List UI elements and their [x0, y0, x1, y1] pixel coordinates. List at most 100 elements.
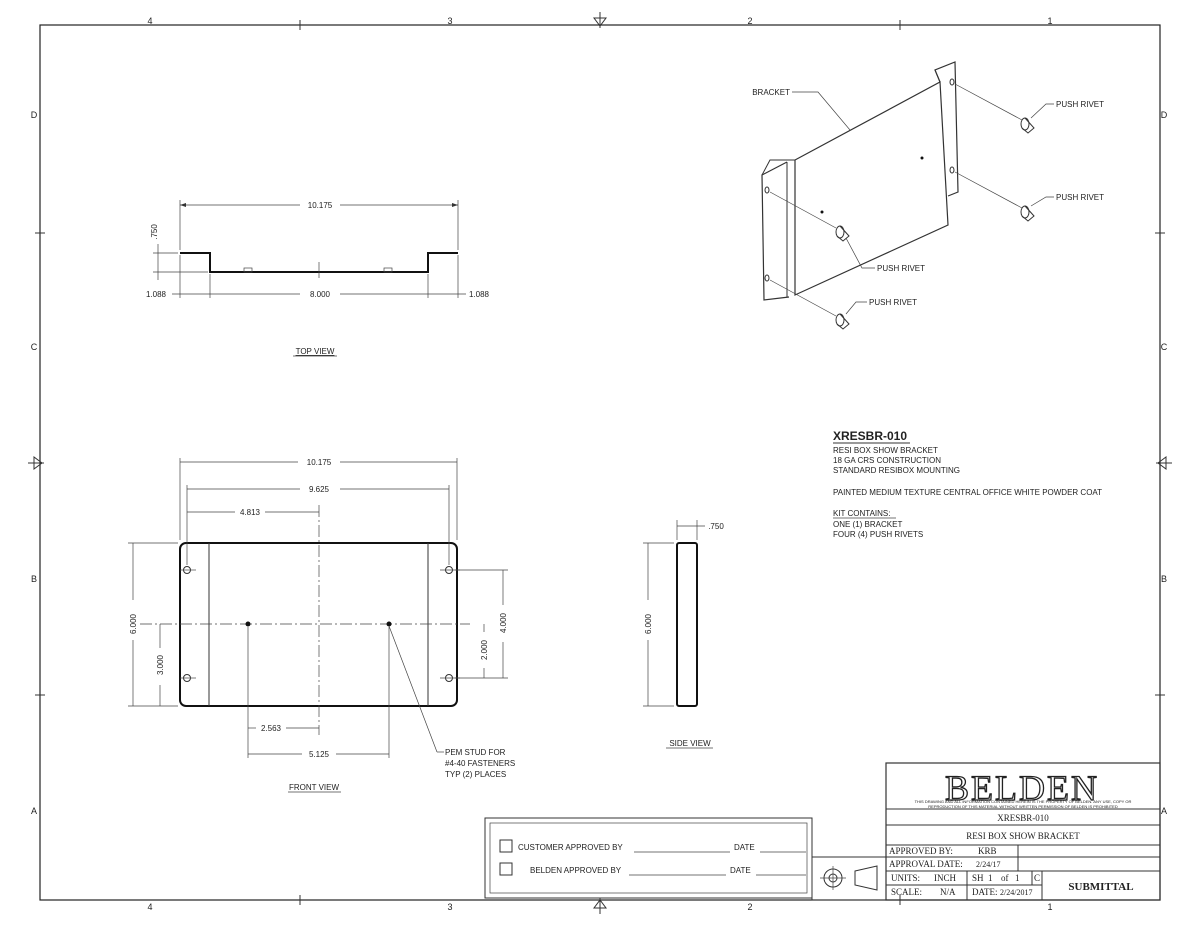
sheet-of-label: of: [1001, 873, 1009, 883]
approved-by-value: KRB: [978, 846, 997, 856]
push-rivet: [954, 83, 1035, 134]
dim-side-thickness: .750: [708, 522, 724, 531]
title-part-number: XRESBR-010: [997, 813, 1049, 823]
zone-row-right: D: [1161, 110, 1168, 120]
push-rivet-label: PUSH RIVET: [877, 264, 925, 273]
notes-line1: RESI BOX SHOW BRACKET: [833, 446, 938, 455]
zone-row-left: A: [31, 806, 37, 816]
notes-kit-item1: ONE (1) BRACKET: [833, 520, 902, 529]
sheet-label: SH: [972, 873, 984, 883]
dim-side-height: 6.000: [644, 613, 653, 634]
sheet-value: 1: [988, 873, 993, 883]
revision-value: C: [1034, 873, 1040, 883]
dim-front-stud2: 5.125: [309, 750, 330, 759]
front-view-title: FRONT VIEW: [289, 783, 340, 792]
belden-date-label: DATE: [730, 866, 751, 875]
approved-by-label: APPROVED BY:: [889, 846, 953, 856]
date-label: DATE:: [972, 887, 998, 897]
dim-front-holes: 9.625: [309, 485, 330, 494]
notes-block: XRESBR-010 RESI BOX SHOW BRACKET 18 GA C…: [833, 429, 1102, 539]
title-description: RESI BOX SHOW BRACKET: [966, 831, 1080, 841]
centering-mark-top: [593, 12, 607, 28]
side-view: .750 6.000 SIDE VIEW: [643, 520, 724, 749]
top-view: 10.175 .750 1.088 8.000 1.088 TOP VIEW: [146, 200, 490, 357]
zone-row-right: B: [1161, 574, 1167, 584]
pem-note-line2: #4-40 FASTENERS: [445, 759, 515, 768]
pem-note-line1: PEM STUD FOR: [445, 748, 506, 757]
notes-line2: 18 GA CRS CONSTRUCTION: [833, 456, 941, 465]
scale-value: N/A: [940, 887, 956, 897]
push-rivet-label: PUSH RIVET: [1056, 100, 1104, 109]
push-rivet: [769, 191, 850, 242]
pem-stud: [386, 621, 392, 627]
centering-mark-bottom: [593, 898, 607, 914]
mounting-hole: [180, 674, 196, 682]
push-rivet-label: PUSH RIVET: [1056, 193, 1104, 202]
date-value: 2/24/2017: [1000, 888, 1032, 897]
push-rivet-label: PUSH RIVET: [869, 298, 917, 307]
title-block: BELDEN THIS DRAWING AND ALL INFORMATION …: [885, 762, 1161, 901]
push-rivet: [954, 171, 1035, 222]
dim-front-half-v: 2.000: [480, 639, 489, 660]
notes-kit-title: KIT CONTAINS:: [833, 509, 891, 518]
units-label: UNITS:: [891, 873, 920, 883]
pem-note-line3: TYP (2) PLACES: [445, 770, 506, 779]
customer-date-label: DATE: [734, 843, 755, 852]
zone-row-right: A: [1161, 806, 1167, 816]
zone-col-top: 1: [1047, 16, 1052, 26]
zone-row-left: B: [31, 574, 37, 584]
zone-col-top: 4: [147, 16, 152, 26]
units-value: INCH: [934, 873, 956, 883]
notes-kit-item2: FOUR (4) PUSH RIVETS: [833, 530, 923, 539]
zone-col-top: 3: [447, 16, 452, 26]
approval-date-label: APPROVAL DATE:: [889, 859, 963, 869]
zone-row-left: C: [31, 342, 38, 352]
sheet-total-value: 1: [1015, 873, 1020, 883]
approval-date-value: 2/24/17: [976, 860, 1000, 869]
dim-top-right: 1.088: [469, 290, 490, 299]
dim-front-stud1: 2.563: [261, 724, 282, 733]
dim-front-half: 3.000: [156, 654, 165, 675]
dim-front-center: 4.813: [240, 508, 261, 517]
mounting-hole: [180, 566, 196, 574]
zone-col-top: 2: [747, 16, 752, 26]
dim-front-overall: 10.175: [307, 458, 332, 467]
top-view-title: TOP VIEW: [296, 347, 335, 356]
zone-col-bottom: 3: [447, 902, 452, 912]
side-view-title: SIDE VIEW: [669, 739, 711, 748]
customer-approved-label: CUSTOMER APPROVED BY: [518, 843, 623, 852]
notes-part-number: XRESBR-010: [833, 429, 907, 443]
centering-mark-left: [28, 456, 44, 470]
customer-approval-checkbox[interactable]: [499, 839, 513, 853]
scale-label: SCALE:: [891, 887, 922, 897]
notes-finish: PAINTED MEDIUM TEXTURE CENTRAL OFFICE WH…: [833, 488, 1102, 497]
approval-box: CUSTOMER APPROVED BY DATE BELDEN APPROVE…: [484, 817, 813, 899]
dim-top-height: .750: [150, 224, 159, 240]
dim-top-left: 1.088: [146, 290, 167, 299]
status-stamp: SUBMITTAL: [1068, 881, 1133, 893]
zone-col-bottom: 1: [1047, 902, 1052, 912]
centering-mark-right: [1156, 456, 1172, 470]
projection-symbol: [811, 856, 887, 901]
dim-top-mid: 8.000: [310, 290, 331, 299]
front-view: 10.175 9.625 4.813 6.000 3.000 4.000 2.0…: [128, 458, 515, 793]
dim-top-overall: 10.175: [308, 201, 333, 210]
zone-col-bottom: 4: [147, 902, 152, 912]
belden-approved-label: BELDEN APPROVED BY: [530, 866, 622, 875]
front-view-outline: [179, 542, 458, 707]
belden-logo: BELDEN: [945, 768, 1099, 808]
isometric-view: BRACKET PUSH RIVET PUSH RIVET PUSH RIVET…: [752, 61, 1104, 330]
pem-stud: [245, 621, 251, 627]
belden-approval-checkbox[interactable]: [499, 862, 513, 876]
disclaimer-line1: THIS DRAWING AND ALL INFORMATION CONTAIN…: [915, 799, 1132, 804]
side-view-outline: [676, 542, 698, 707]
disclaimer-line2: REPRODUCTION OF THIS MATERIAL WITHOUT WR…: [928, 804, 1118, 809]
bracket-label: BRACKET: [752, 88, 790, 97]
push-rivet: [769, 279, 850, 330]
zone-col-bottom: 2: [747, 902, 752, 912]
sheet-border: 4 3 2 1 4 3 2 1 D C B A D C B A: [28, 12, 1172, 914]
notes-line3: STANDARD RESIBOX MOUNTING: [833, 466, 960, 475]
dim-front-height: 6.000: [129, 613, 138, 634]
zone-row-right: C: [1161, 342, 1168, 352]
